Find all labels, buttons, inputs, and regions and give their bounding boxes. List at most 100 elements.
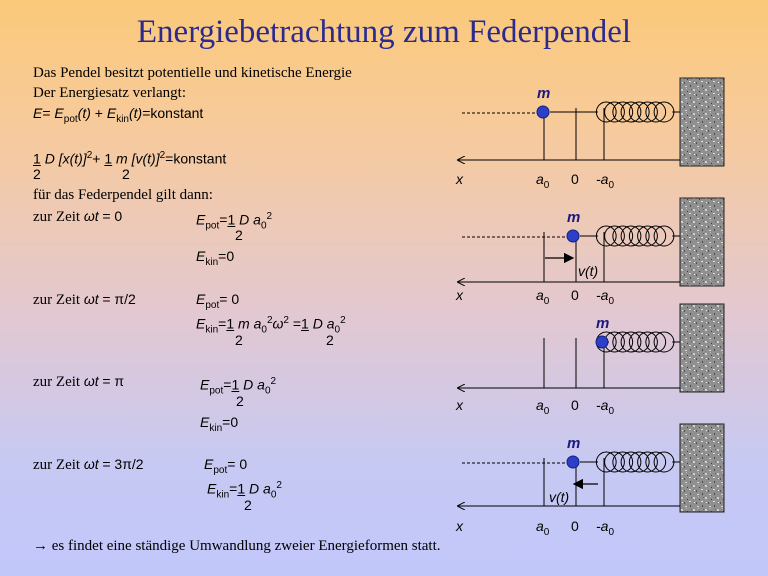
spring-coil-2 [628, 225, 650, 247]
zero-label-1: 0 [571, 171, 579, 187]
minus-a0-label-3: -a0 [596, 397, 614, 417]
spring-coil-2 [637, 225, 658, 247]
mass-label-2: m [567, 209, 580, 226]
spring-coil-1 [595, 101, 617, 123]
spring-coil-4 [637, 451, 658, 473]
case-1-zur-zeit: zur Zeit [33, 209, 81, 225]
case-4-time: zur Zeit ωt = 3π/2 [33, 456, 144, 473]
case-4-denominator: 2 [244, 497, 252, 513]
eq2-sq-1: 2 [86, 150, 93, 161]
velocity-label-4: v(t) [549, 489, 569, 505]
case-3-ekin: Ekin=0 [200, 414, 239, 434]
mass-2 [566, 229, 580, 243]
spring-coil-2 [620, 225, 642, 247]
wall-3 [679, 303, 725, 393]
eq2-one-1: 1 [33, 150, 41, 167]
case-1-epot-denominator: 2 [235, 227, 243, 243]
velocity-label-2: v(t) [578, 263, 598, 279]
spring-coil-2 [595, 225, 617, 247]
case-4-time-value: = 3π/2 [102, 456, 144, 472]
mass-label-3: m [596, 315, 609, 332]
case-1-time-value: = 0 [102, 208, 123, 224]
intro-line-2: Der Energiesatz verlangt: [33, 85, 186, 101]
zero-label-4: 0 [571, 518, 579, 534]
eq2-sq-2: 2 [159, 150, 166, 161]
conclusion: → es findet eine ständige Umwandlung zwe… [33, 537, 441, 556]
spring-coil-4 [620, 451, 642, 473]
spring-coil-1 [612, 101, 634, 123]
wall-1 [679, 77, 725, 167]
spring-coil-3 [612, 331, 634, 353]
intro-line-1: Das Pendel besitzt potentielle und kinet… [33, 65, 352, 81]
spring-coil-4 [612, 451, 634, 473]
spring-coil-3 [628, 331, 650, 353]
spring-coil-2 [645, 225, 667, 247]
spring-coil-2 [612, 225, 634, 247]
eq1-epot: E [54, 105, 64, 121]
spring-coil-3 [645, 331, 667, 353]
eq2-one-2: 1 [104, 150, 113, 167]
case-2-time-value: = π/2 [102, 291, 136, 307]
mass-label-4: m [567, 435, 580, 452]
eq2-d: D [44, 150, 55, 167]
case-1-ekin: Ekin=0 [196, 248, 235, 268]
spring-coil-4 [628, 451, 650, 473]
zero-label-3: 0 [571, 397, 579, 413]
zero-label-2: 0 [571, 287, 579, 303]
x-label-3: x [455, 397, 464, 413]
x-label-2: x [455, 287, 464, 303]
eq1-t1: (t) [77, 105, 91, 121]
gilt-text: für das Federpendel gilt dann: [33, 187, 213, 203]
eq2-denominator-1: 2 [33, 166, 41, 182]
conclusion-text: es findet eine ständige Umwandlung zweie… [51, 538, 441, 554]
case-2-denominator-2: 2 [326, 332, 334, 348]
case-1-omega-t: ωt [83, 208, 99, 224]
case-1-epot: Epot=1 D a02 [196, 211, 273, 232]
page-title: Energiebetrachtung zum Federpendel [136, 14, 632, 50]
case-3-epot: Epot=1 D a02 [200, 376, 277, 397]
eq1-ekin: E [106, 105, 117, 121]
minus-a0-label-2: -a0 [596, 287, 614, 307]
mass-3 [595, 335, 609, 349]
spring-coil-1 [604, 101, 625, 123]
eq1-pot-sub: pot [63, 113, 78, 125]
a0-label-3: a0 [536, 397, 550, 417]
eq2-m: m [116, 150, 128, 167]
energy-equation-2: 1 D [x(t)]2+ 1 m [v(t)]2=konstant [33, 146, 226, 169]
minus-a0-label-1: -a0 [596, 171, 614, 191]
eq1-kin-sub: kin [116, 113, 129, 125]
case-2-epot: Epot= 0 [196, 291, 240, 311]
spring-coil-2 [604, 225, 625, 247]
eq1-t2: (t) [129, 105, 143, 121]
a0-label-4: a0 [536, 518, 550, 538]
minus-a0-label-4: -a0 [596, 518, 614, 538]
case-4-ekin: Ekin=1 D a02 [207, 480, 282, 501]
eq1-plus: + [94, 105, 103, 121]
x-label-1: x [455, 171, 464, 187]
wall-2 [679, 197, 725, 287]
eq1-rest: =konstant [142, 105, 204, 121]
case-4-epot: Epot= 0 [204, 456, 248, 476]
eq2-x: [x(t)] [58, 150, 87, 167]
spring-coil-3 [620, 331, 642, 353]
case-3-epot-denominator: 2 [236, 393, 244, 409]
x-label-4: x [455, 518, 464, 534]
spring-coil-4 [604, 451, 625, 473]
eq2-denominator-2: 2 [122, 166, 130, 182]
wall-4 [679, 423, 725, 513]
case-2-denominator-1: 2 [235, 332, 243, 348]
a0-label-2: a0 [536, 287, 550, 307]
eq2-plus: + [92, 150, 101, 167]
case-2-ekin: Ekin=1 m a02ω2 =1 D a02 [196, 315, 346, 336]
right-arrow-icon: → [33, 538, 48, 554]
mass-1 [536, 105, 550, 119]
spring-coil-3 [637, 331, 658, 353]
a0-label-1: a0 [536, 171, 550, 191]
case-3-time-value: = π [102, 373, 125, 389]
eq2-rest: =konstant [165, 150, 227, 167]
mass-label-1: m [537, 85, 550, 102]
eq1-eq: = [42, 105, 51, 121]
spring-coil-4 [645, 451, 667, 473]
spring-coil-1 [628, 101, 650, 123]
